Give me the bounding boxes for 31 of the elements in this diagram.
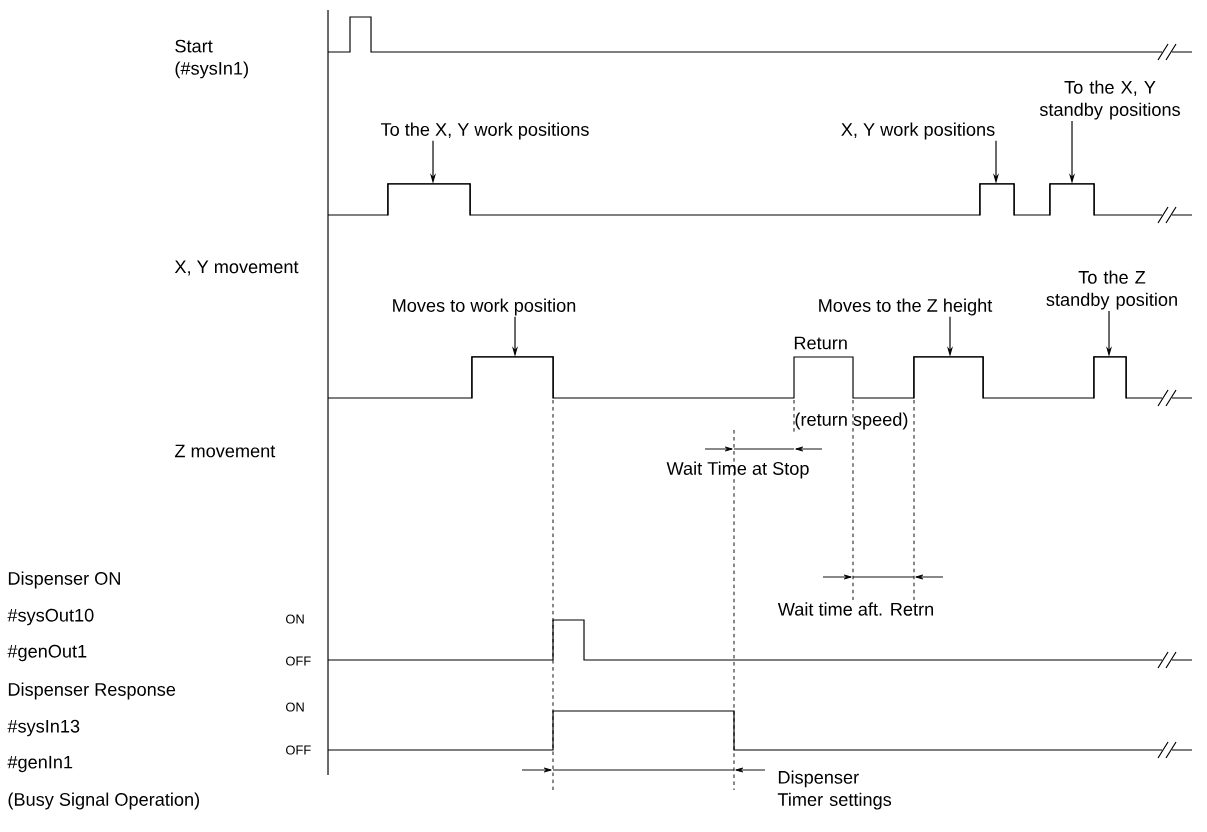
- signal-label: ON: [286, 614, 304, 624]
- annotation-text: To the X, Y standby positions: [1039, 80, 1180, 120]
- pulse: [913, 356, 984, 399]
- pulse: [979, 183, 1015, 216]
- annotation-text: X, Y work positions: [841, 122, 995, 140]
- signal-label: Dispenser Timer settings: [777, 770, 892, 810]
- signal-label: Start (#sysIn1): [175, 39, 248, 79]
- signal-label: (return speed): [795, 412, 908, 430]
- signal-label: OFF: [286, 656, 311, 666]
- signal-label: #sysIn13: [7, 719, 80, 737]
- signal-label: Dispenser Response: [8, 682, 176, 700]
- signal-label: Wait Time at Stop: [666, 461, 809, 479]
- signal-label: #genOut1: [7, 644, 87, 662]
- annotation-text: To the Z standby position: [1046, 270, 1177, 310]
- signal-label: (Busy Signal Operation): [8, 792, 200, 810]
- signal-label: Wait time aft. Retrn: [777, 602, 933, 616]
- signal-label: X, Y movement: [174, 260, 299, 276]
- signal-label: #genIn1: [7, 755, 73, 773]
- signal-label: Z movement: [175, 444, 276, 458]
- signal-label: Return: [794, 336, 847, 350]
- signal-label: #sysOut10: [7, 608, 94, 626]
- annotation-text: To the X, Y work positions: [380, 122, 589, 140]
- annotation-text: Moves to work position: [393, 298, 576, 316]
- signal-label: ON: [286, 702, 304, 712]
- pulse: [471, 356, 554, 399]
- annotation-text: Moves to the Z height: [819, 298, 993, 316]
- pulse: [1093, 356, 1127, 399]
- signal-label: Dispenser ON: [8, 571, 120, 589]
- pulse: [387, 183, 471, 216]
- pulse: [1049, 183, 1095, 216]
- signal-label: OFF: [286, 745, 311, 755]
